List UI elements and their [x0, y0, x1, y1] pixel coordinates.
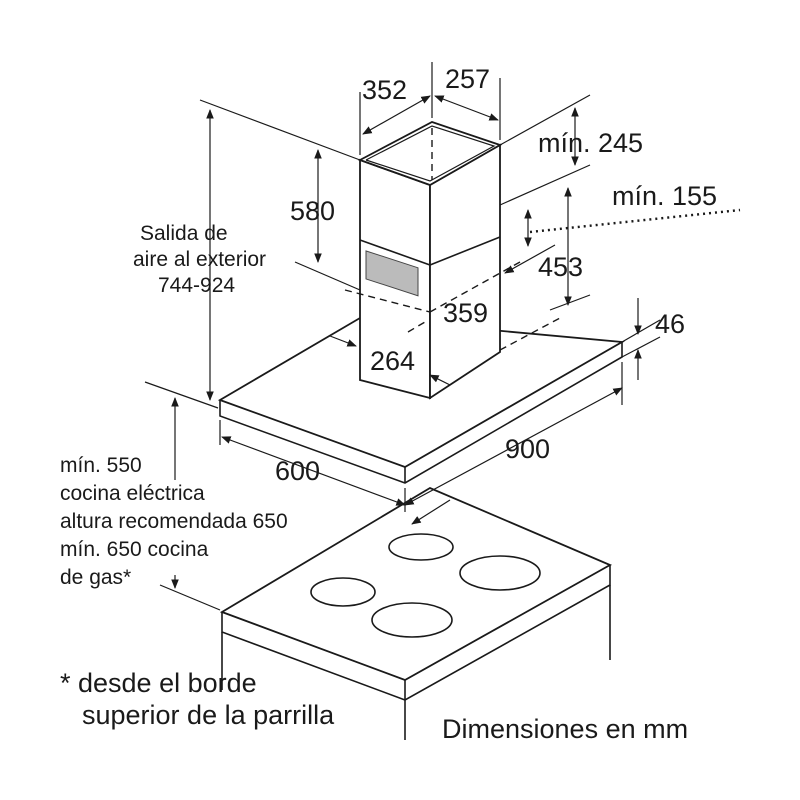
height-note: de gas* [60, 566, 131, 589]
air-outlet-label: aire al exterior [133, 248, 266, 271]
dimension-lines [144, 62, 741, 611]
dim-canopy-width: 900 [505, 434, 550, 464]
dim-chimney-width: 257 [445, 64, 490, 94]
air-outlet-range: 744-924 [158, 274, 235, 297]
dim-chimney-depth: 352 [362, 75, 407, 105]
dim-min-top: mín. 245 [538, 128, 643, 158]
dim-min-lower: mín. 155 [612, 181, 717, 211]
dim-duct-width: 359 [443, 298, 488, 328]
height-note: mín. 550 [60, 454, 142, 477]
dim-lower-section-height: 453 [538, 252, 583, 282]
cooktop [219, 486, 613, 740]
dim-duct-depth: 264 [370, 346, 415, 376]
units-note: Dimensiones en mm [442, 714, 688, 744]
dim-canopy-thickness: 46 [655, 309, 685, 339]
footnote: superior de la parrilla [82, 700, 335, 730]
hood-chimney [344, 121, 561, 400]
burner [388, 533, 454, 561]
height-note: cocina eléctrica [60, 482, 205, 505]
dim-chimney-upper-height: 580 [290, 196, 335, 226]
burner [371, 602, 453, 638]
vent-grille [365, 250, 419, 297]
footnote: * desde el borde [60, 668, 257, 698]
air-outlet-label: Salida de [140, 222, 228, 245]
dim-canopy-depth: 600 [275, 456, 320, 486]
burner [310, 577, 376, 607]
height-note: mín. 650 cocina [60, 538, 209, 561]
burner [459, 555, 541, 591]
height-note: altura recomendada 650 [60, 510, 288, 533]
